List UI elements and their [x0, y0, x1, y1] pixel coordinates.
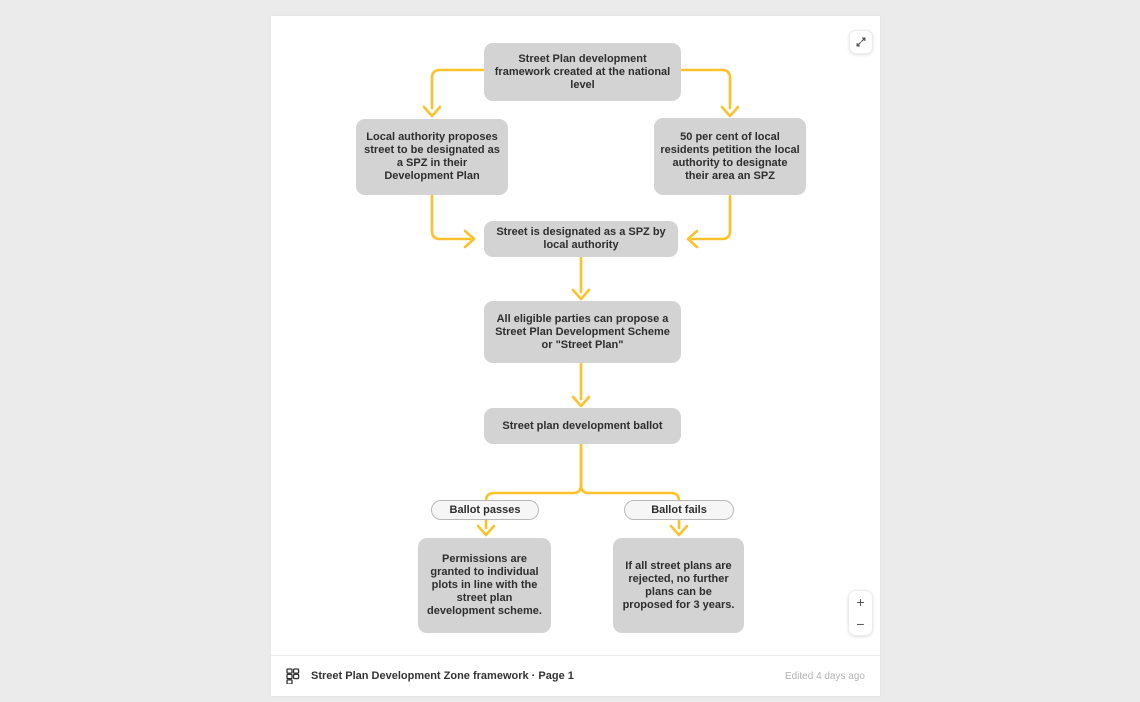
- zoom-in-button[interactable]: +: [849, 591, 872, 613]
- flowchart-board[interactable]: Street Plan development framework create…: [271, 16, 880, 655]
- viewer-footer: Street Plan Development Zone framework ·…: [271, 655, 880, 696]
- last-edited-status: Edited 4 days ago: [784, 670, 865, 682]
- expand-arrows-icon: [855, 36, 867, 48]
- node-street-designated: Street is designated as a SPZ by local a…: [484, 221, 678, 257]
- label-ballot-passes: Ballot passes: [431, 500, 539, 520]
- node-plans-rejected: If all street plans are rejected, no fur…: [613, 538, 744, 633]
- document-title: Street Plan Development Zone framework ·…: [311, 670, 574, 682]
- node-national-framework: Street Plan development framework create…: [484, 43, 681, 101]
- label-ballot-fails: Ballot fails: [624, 500, 734, 520]
- expand-button[interactable]: [849, 30, 873, 54]
- zoom-out-button[interactable]: −: [849, 613, 872, 635]
- flowchart-arrows: [422, 68, 740, 537]
- zoom-controls: + −: [848, 590, 873, 636]
- frames-grid-icon: [286, 668, 301, 685]
- node-permissions-granted: Permissions are granted to individual pl…: [418, 538, 551, 633]
- node-development-ballot: Street plan development ballot: [484, 408, 681, 444]
- node-residents-petition: 50 per cent of local residents petition …: [654, 118, 806, 195]
- node-eligible-parties: All eligible parties can propose a Stree…: [484, 301, 681, 363]
- diagram-canvas: Street Plan development framework create…: [270, 15, 881, 697]
- node-local-authority-proposes: Local authority proposes street to be de…: [356, 119, 508, 195]
